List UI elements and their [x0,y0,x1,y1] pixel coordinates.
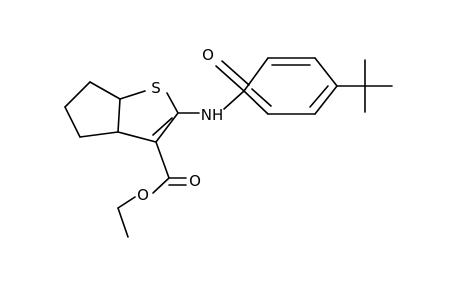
sulfur-atom-label: S [151,79,161,97]
amide-oxygen-label: O [202,46,214,64]
benzene-ring [243,57,338,115]
ester-ether-oxygen-label: O [137,186,149,204]
ethyl-ester-group [117,141,187,238]
atom-labels: S NH O O O [137,46,223,204]
amide-group [177,60,250,114]
nh-atom-label: NH [201,106,224,124]
tert-butyl-group [336,59,393,113]
ester-carbonyl-oxygen-label: O [189,172,201,190]
cyclopentane-ring [64,81,121,138]
thiophene-ring [117,90,179,143]
